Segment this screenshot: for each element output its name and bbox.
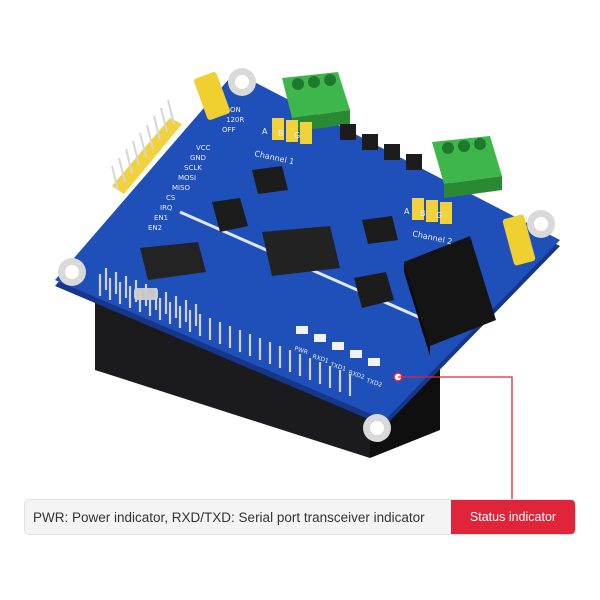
ic-small-4	[354, 272, 394, 308]
terminal-2-letter-g: G	[436, 211, 442, 220]
led-label-rxd1: RXD1	[311, 353, 329, 365]
mount-hole-left	[58, 258, 86, 286]
ic-small-3	[212, 198, 248, 232]
status-leds	[296, 326, 380, 366]
pin-label-irq: IRQ	[160, 204, 173, 212]
jumper-label-off: OFF	[222, 126, 236, 134]
terminal-block-2	[432, 136, 502, 198]
jumper-termination	[194, 72, 230, 120]
pin-label-cs: CS	[166, 194, 176, 202]
terminal-block-1	[282, 72, 350, 132]
ic-main	[262, 226, 340, 276]
mount-hole-right	[527, 210, 555, 238]
terminal-1-letter-g: G	[294, 131, 300, 140]
terminal-2-letter-a: A	[404, 207, 410, 216]
callout-line	[393, 372, 513, 500]
terminal-1-letter-a: A	[262, 127, 268, 136]
mount-hole-bottom	[363, 414, 391, 442]
terminal-pins-2	[412, 198, 452, 224]
pin-label-miso: MISO	[172, 184, 191, 192]
ic-small-1	[252, 166, 288, 194]
pin-label-mosi: MOSI	[178, 174, 196, 182]
spi-header	[111, 99, 182, 194]
terminal-2-letter-b: B	[420, 209, 426, 218]
board-base	[95, 300, 370, 458]
pin-label-gnd: GND	[190, 154, 206, 162]
ic-transistors	[340, 124, 422, 170]
pin-label-vcc: VCC	[196, 144, 211, 152]
pin-label-en2: EN2	[148, 224, 162, 232]
power-module	[404, 236, 496, 356]
mount-hole-top	[228, 68, 256, 96]
terminal-1-letter-b: B	[278, 129, 284, 138]
caption-bar: PWR: Power indicator, RXD/TXD: Serial po…	[25, 500, 575, 534]
status-indicator-tag: Status indicator	[451, 500, 575, 534]
pin-label-en1: EN1	[154, 214, 168, 222]
ic-left	[140, 242, 206, 280]
ic-small-2	[362, 216, 398, 244]
led-label-rxd2: RXD2	[347, 369, 365, 381]
pin-label-sclk: SCLK	[184, 164, 202, 172]
jumper-label-120r: 120R	[226, 116, 244, 124]
led-label-pwr: PWR	[293, 345, 308, 356]
jumper-right	[502, 214, 536, 266]
gpio-header	[98, 268, 352, 396]
caption-text: PWR: Power indicator, RXD/TXD: Serial po…	[33, 509, 425, 525]
terminal-pins-1	[272, 118, 312, 144]
jumper-label-on: ON	[230, 106, 241, 114]
